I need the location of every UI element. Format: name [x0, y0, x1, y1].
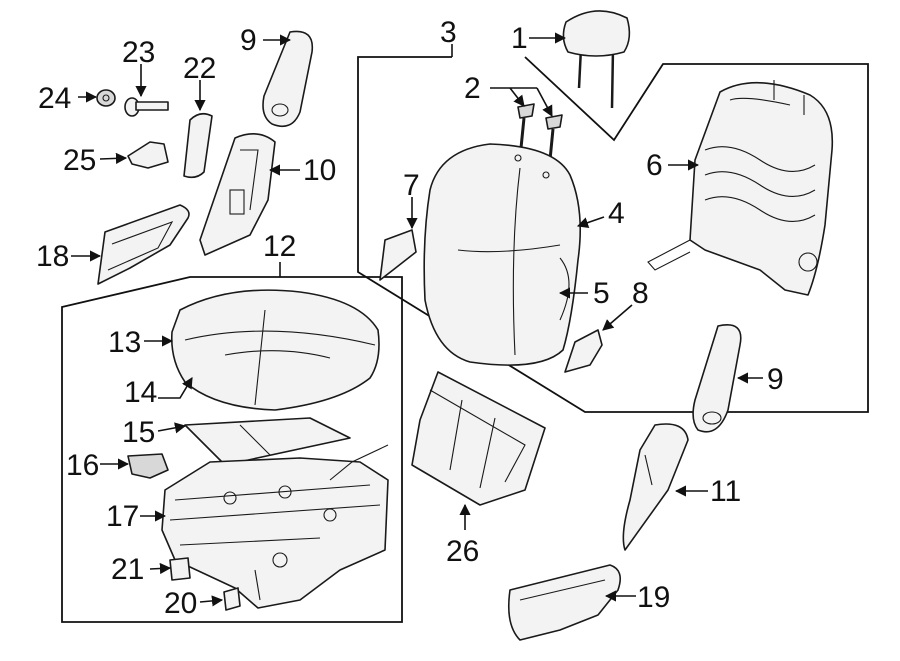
- callout-leaders: [71, 32, 763, 607]
- front-trim-part: [507, 564, 621, 641]
- upper-side-cover-part: [262, 30, 314, 128]
- callout-6: 6: [646, 149, 663, 182]
- callout-7: 7: [403, 169, 420, 202]
- headrest-guides-part: [517, 103, 563, 161]
- callout-5: 5: [593, 277, 610, 310]
- callout-4: 4: [608, 197, 625, 230]
- callout-23: 23: [122, 36, 155, 69]
- callout-26: 26: [446, 535, 479, 568]
- switch-part: [127, 453, 169, 479]
- callout-10: 10: [303, 154, 336, 187]
- cap-part: [169, 557, 191, 581]
- callout-19: 19: [637, 581, 670, 614]
- right-bracket-part: [564, 329, 603, 373]
- side-shield-part: [199, 133, 276, 256]
- lower-side-cover-part: [692, 324, 742, 433]
- seatback-frame-part: [647, 80, 834, 296]
- callout-14: 14: [124, 376, 157, 409]
- callout-8: 8: [632, 277, 649, 310]
- callout-1: 1: [511, 22, 528, 55]
- callout-numbers: 1 2 3 4 5 6 7 8 9 9 10 11 12 13 14 15 16…: [36, 16, 784, 620]
- callout-16: 16: [66, 449, 99, 482]
- small-cover-part: [183, 112, 213, 179]
- callout-9-lower: 9: [767, 363, 784, 396]
- callout-17: 17: [106, 500, 139, 533]
- side-shield-cover-part: [622, 423, 689, 551]
- callout-9-upper: 9: [240, 24, 257, 57]
- headrest-part: [562, 10, 631, 109]
- bolt-part: [124, 97, 169, 117]
- callout-24: 24: [38, 82, 71, 115]
- cushion-cover-part: [170, 289, 380, 411]
- seat-track-frame-part: [161, 444, 389, 609]
- seatback-cover-part: [423, 143, 582, 366]
- callout-18: 18: [36, 240, 69, 273]
- callout-21: 21: [111, 553, 144, 586]
- washer-part: [96, 89, 116, 107]
- clip-part: [223, 587, 241, 611]
- outer-trim-part: [97, 204, 190, 285]
- callout-3: 3: [440, 16, 457, 49]
- callout-20: 20: [164, 587, 197, 620]
- callout-15: 15: [122, 416, 155, 449]
- cushion-group-frame: [61, 276, 403, 623]
- callout-2: 2: [464, 72, 481, 105]
- callout-13: 13: [108, 326, 141, 359]
- callout-25: 25: [63, 144, 96, 177]
- under-tray-part: [411, 371, 546, 506]
- lever-part: [127, 141, 169, 169]
- callout-12: 12: [263, 230, 296, 263]
- callout-11: 11: [710, 475, 741, 508]
- callout-22: 22: [183, 52, 216, 85]
- left-bracket-part: [379, 229, 417, 281]
- cushion-pad-part: [184, 417, 351, 466]
- seatback-group-frame: [357, 56, 869, 413]
